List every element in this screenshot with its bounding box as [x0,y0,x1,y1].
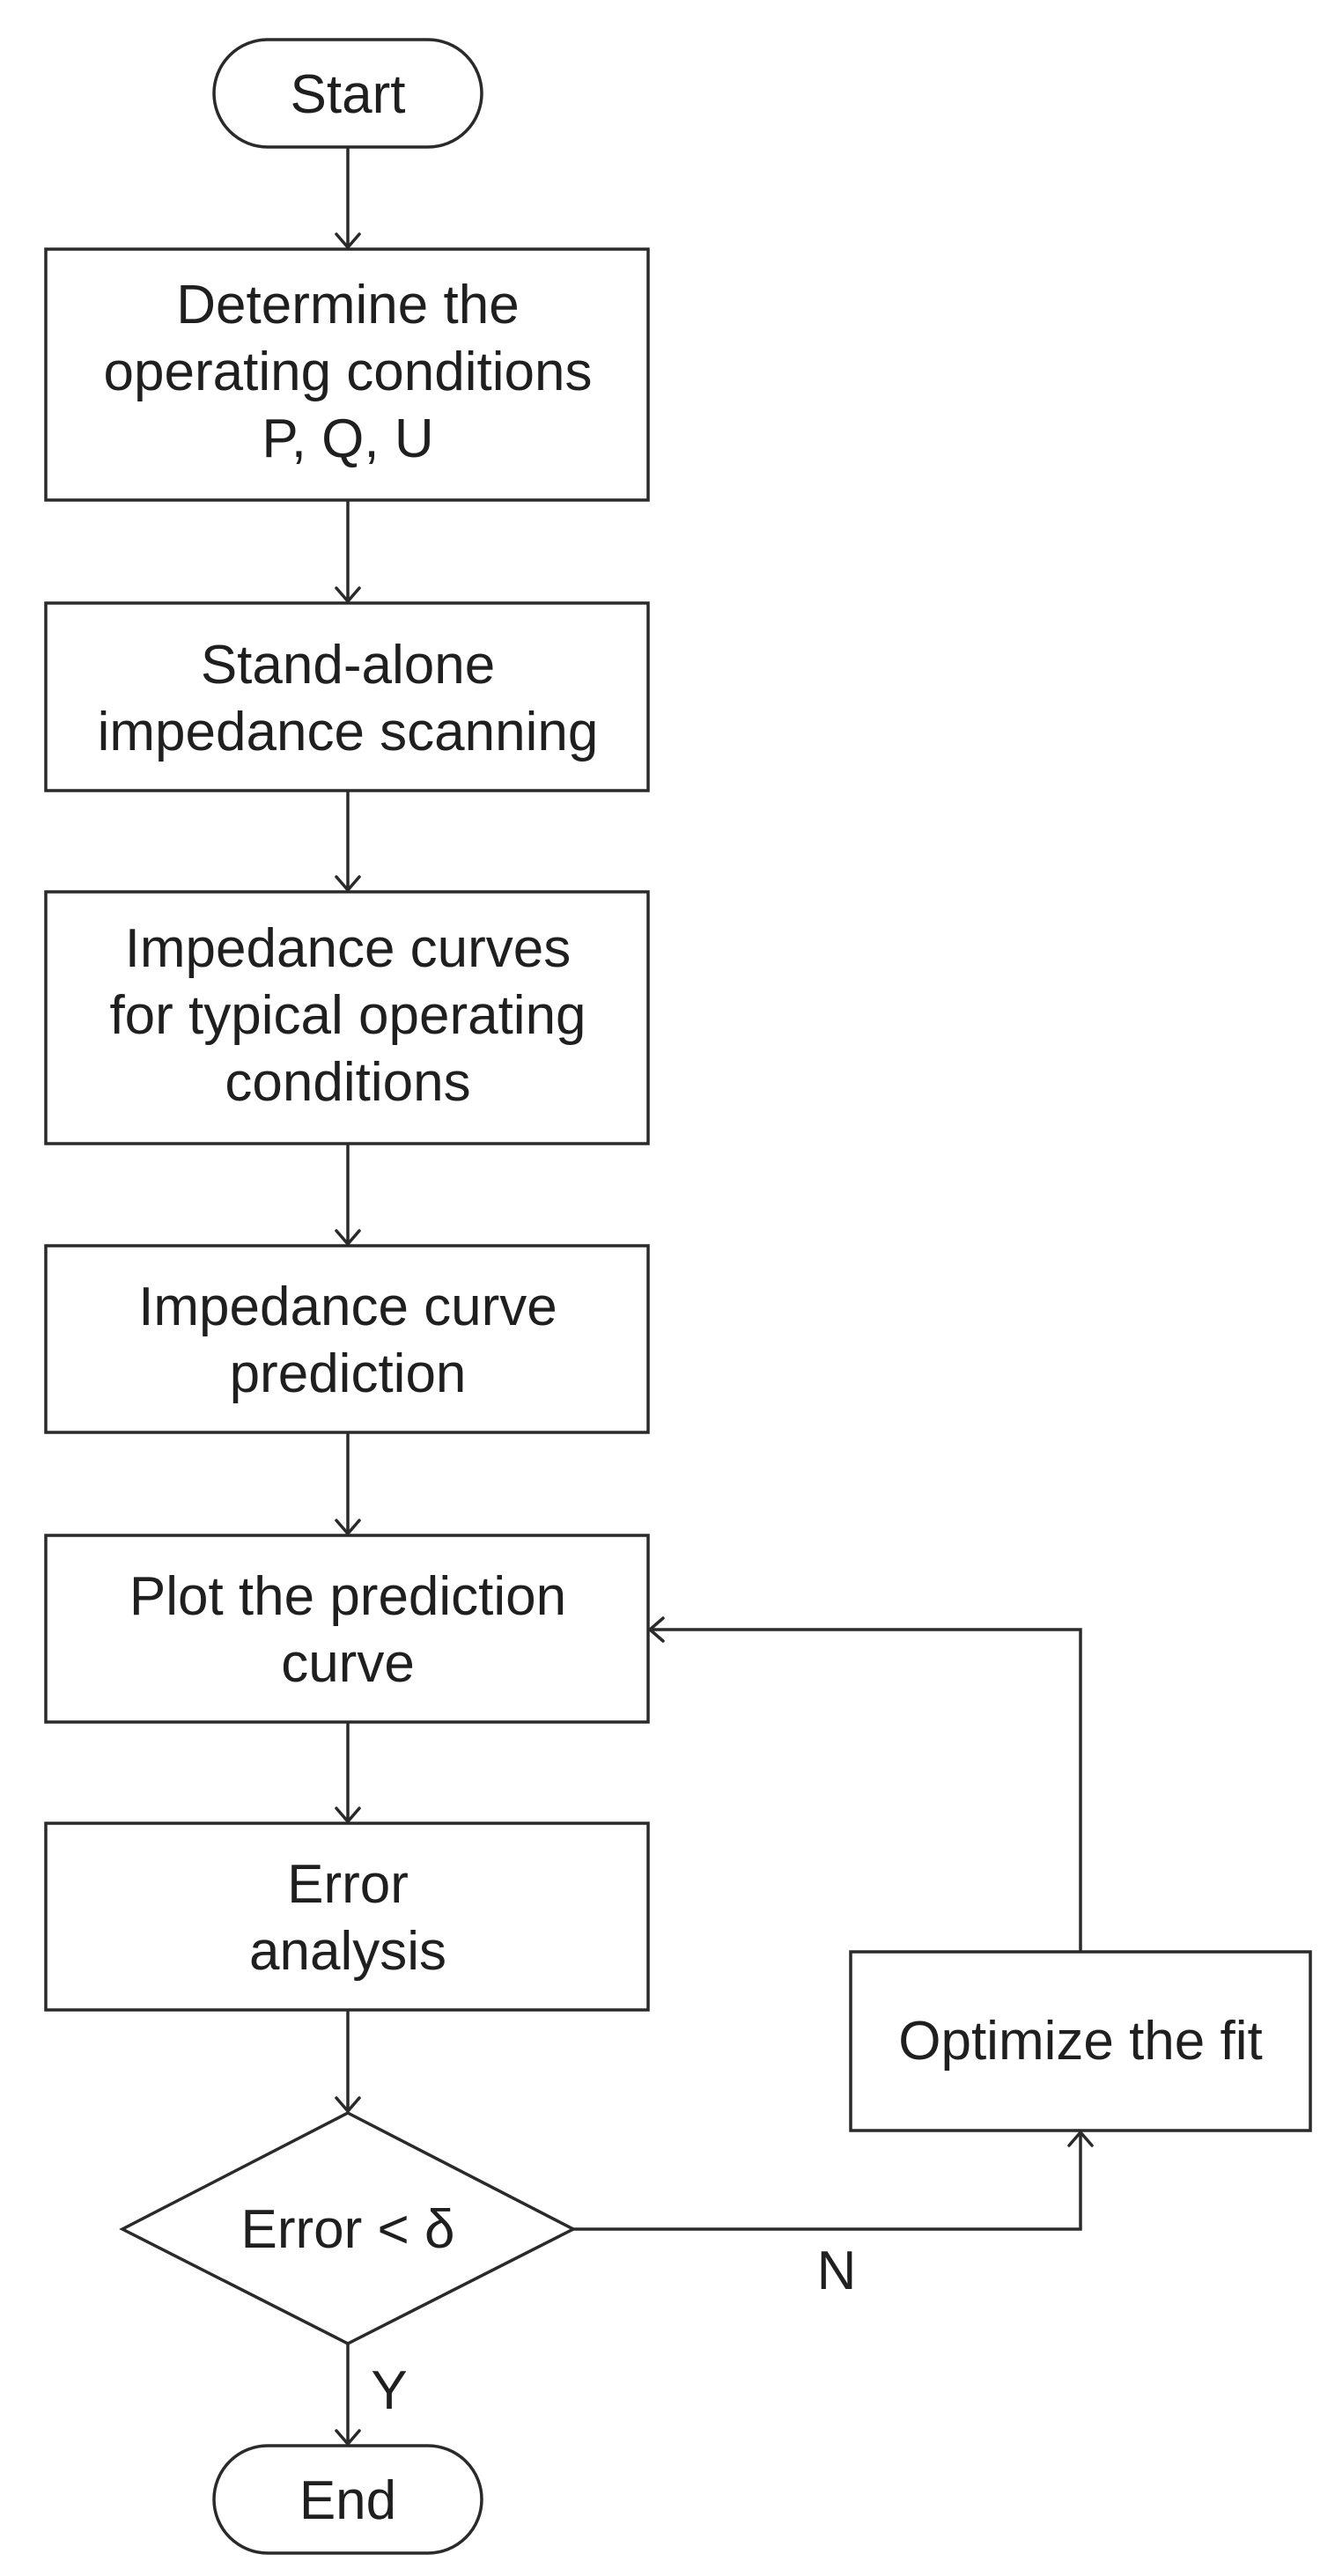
decision-label: Error < δ [241,2199,455,2260]
label-line: for typical operating [109,985,586,1046]
optimize-fit-label: Optimize the fit [898,2011,1262,2072]
arrow-start-to-step1 [335,147,361,249]
arrow-step6-to-decision [335,2010,361,2113]
label-line: End [299,2470,396,2531]
no-branch-label: N [817,2241,857,2301]
optimize-fit-box: Optimize the fit [849,1950,1312,2132]
label-line: Impedance curves [125,918,572,979]
label-line: conditions [225,1052,470,1113]
end-label: End [299,2470,396,2531]
error-threshold-decision: Error < δ [119,2111,577,2345]
label-line: Impedance curve [138,1277,557,1337]
arrow-step1-to-step2 [335,500,361,603]
label-line: Start [291,64,406,125]
label-line: analysis [249,1921,446,1982]
end-terminal: End [212,2444,483,2555]
label-line: curve [281,1633,415,1694]
label-line: Error [287,1854,409,1915]
label-line: Optimize the fit [898,2011,1262,2072]
arrow-step3-to-step4 [335,1144,361,1246]
arrow-step4-to-step5 [335,1432,361,1535]
arrow-decision-to-end [335,2344,361,2446]
label-line: Stand-alone [201,635,495,696]
start-label: Start [291,64,406,125]
arrow-optimize-to-plot [648,1616,1082,1952]
label-line: Plot the prediction [129,1566,566,1627]
label-line: operating conditions [104,342,593,402]
start-terminal: Start [212,38,483,149]
label-line: prediction [230,1343,467,1404]
arrow-step5-to-step6 [335,1722,361,1823]
yes-branch-label: Y [371,2360,407,2421]
label-line: Determine the [176,275,519,335]
arrow-decision-to-optimize [573,2131,1094,2231]
arrow-step2-to-step3 [335,791,361,892]
label-line: impedance scanning [98,702,599,762]
label-line: Error < δ [241,2199,455,2260]
label-line: P, Q, U [262,408,433,469]
